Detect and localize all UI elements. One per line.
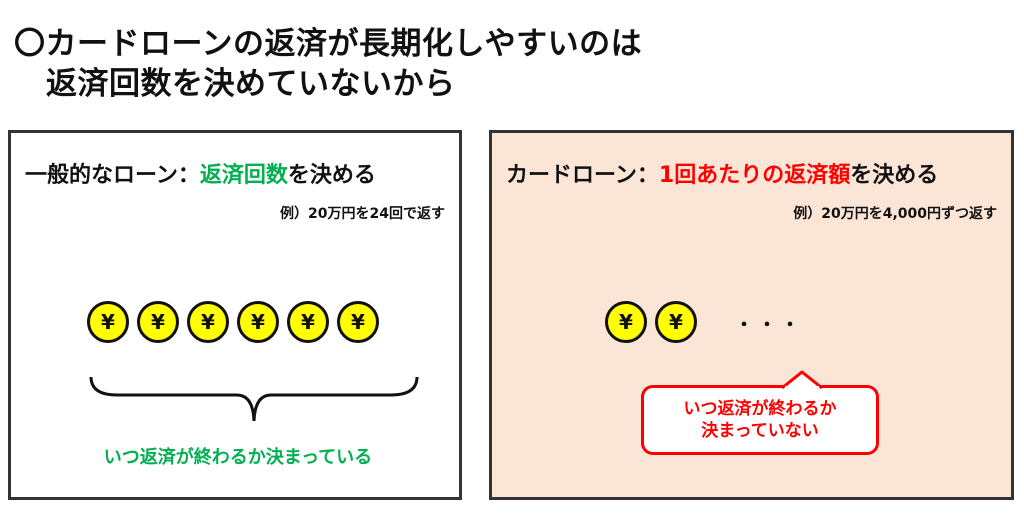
- curly-brace-icon: [89, 376, 419, 422]
- title-line-2: 返済回数を決めていないから: [46, 66, 456, 102]
- yen-coin-icon: ¥: [187, 301, 229, 343]
- coin-row-left: ¥¥¥¥¥¥: [87, 301, 379, 343]
- heading-highlight: 返済回数: [199, 163, 288, 188]
- ellipsis-dots: ・・・: [735, 315, 804, 336]
- coin-row-right: ¥¥: [605, 301, 697, 343]
- general-loan-note: いつ返済が終わるか決まっている: [103, 447, 373, 468]
- yen-coin-icon: ¥: [605, 301, 647, 343]
- callout-line-2: 決まっていない: [701, 421, 819, 441]
- general-loan-heading: 一般的なローン：返済回数を決める: [25, 157, 376, 189]
- yen-coin-icon: ¥: [87, 301, 129, 343]
- callout-box: いつ返済が終わるか 決まっていない: [641, 385, 879, 455]
- yen-coin-icon: ¥: [137, 301, 179, 343]
- heading-highlight: 1回あたりの返済額: [658, 163, 851, 188]
- heading-prefix: カードローン：: [506, 163, 659, 188]
- heading-suffix: を決める: [287, 163, 376, 188]
- yen-coin-icon: ¥: [655, 301, 697, 343]
- general-loan-panel: 一般的なローン：返済回数を決める 例）20万円を24回で返す ¥¥¥¥¥¥ いつ…: [8, 130, 462, 500]
- page-title: 〇カードローンの返済が長期化しやすいのは 返済回数を決めていないから: [14, 24, 642, 104]
- general-loan-example: 例）20万円を24回で返す: [280, 206, 445, 222]
- yen-coin-icon: ¥: [237, 301, 279, 343]
- callout-tail-icon: [782, 370, 822, 390]
- yen-coin-icon: ¥: [287, 301, 329, 343]
- callout-line-1: いつ返済が終わるか: [683, 399, 837, 419]
- yen-coin-icon: ¥: [337, 301, 379, 343]
- title-line-1: 〇カードローンの返済が長期化しやすいのは: [14, 26, 643, 62]
- card-loan-panel: カードローン：1回あたりの返済額を決める 例）20万円を4,000円ずつ返す ¥…: [489, 130, 1014, 500]
- card-loan-heading: カードローン：1回あたりの返済額を決める: [506, 157, 938, 189]
- heading-prefix: 一般的なローン：: [25, 163, 200, 188]
- heading-suffix: を決める: [850, 163, 939, 188]
- card-loan-example: 例）20万円を4,000円ずつ返す: [793, 206, 997, 222]
